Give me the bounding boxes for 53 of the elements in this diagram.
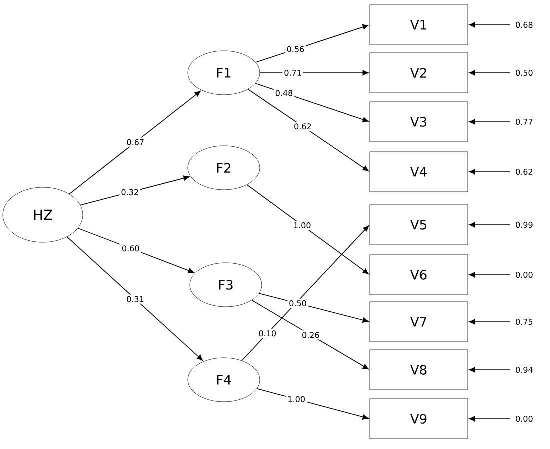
edge-label: 0.99	[516, 222, 533, 228]
observed-box: V1	[370, 4, 468, 46]
arrow	[69, 90, 201, 195]
edge-label: 0.77	[516, 118, 533, 126]
arrow	[469, 22, 510, 28]
arrow	[469, 272, 510, 278]
observed-box: V4	[370, 152, 468, 192]
edge-label: 1.00	[292, 220, 313, 230]
arrow	[80, 176, 190, 206]
edge-label: 0.48	[274, 88, 295, 98]
observed-box: V9	[370, 398, 468, 440]
arrow	[258, 293, 369, 323]
arrow	[469, 367, 510, 373]
arrow	[78, 228, 194, 274]
edge-label: 0.26	[300, 330, 322, 340]
edge-label: 0.62	[516, 168, 533, 176]
edge-label: 0.62	[292, 122, 314, 132]
observed-box: V7	[370, 302, 468, 342]
arrow	[469, 319, 510, 325]
arrow	[242, 226, 370, 362]
observed-box: V8	[370, 350, 468, 390]
arrow	[252, 300, 369, 370]
arrow	[246, 184, 370, 275]
observed-box: V6	[370, 254, 468, 296]
edge-label: 0.10	[257, 329, 278, 338]
edge-label: 1.00	[286, 394, 307, 404]
edge-label: 0.71	[282, 68, 304, 78]
arrow	[469, 119, 510, 125]
arrow	[66, 236, 204, 361]
arrow	[260, 70, 369, 76]
edge-label: 0.00	[516, 416, 533, 422]
edge-label: 0.50	[516, 70, 533, 76]
arrow	[256, 24, 369, 63]
observed-box: V5	[370, 204, 468, 246]
edge-label: 0.56	[285, 44, 306, 54]
edge-label: 0.60	[120, 244, 142, 254]
observed-box: V3	[370, 102, 468, 142]
arrow	[255, 83, 369, 122]
arrow	[248, 89, 369, 172]
edge-label: 0.67	[125, 138, 146, 147]
edge-label: 0.68	[516, 22, 533, 28]
edge-label: 0.50	[288, 299, 308, 308]
edge-label: 0.32	[120, 188, 141, 197]
arrow	[469, 70, 510, 76]
arrow	[469, 222, 510, 228]
edge-label: 0.94	[516, 366, 533, 374]
arrow	[469, 416, 510, 422]
edge-label: 0.31	[125, 294, 146, 304]
edge-label: 0.75	[516, 318, 533, 326]
arrow	[256, 388, 369, 420]
observed-box: V2	[370, 52, 468, 94]
edge-label: 0.00	[516, 272, 533, 278]
arrow	[469, 169, 510, 175]
